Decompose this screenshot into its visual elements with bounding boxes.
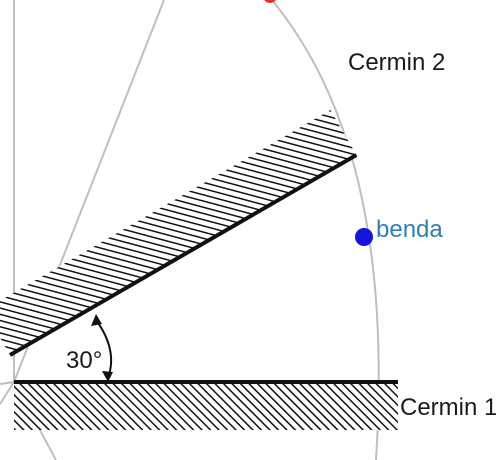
guide-arc: [271, 0, 380, 460]
mirror-1-label: Cermin 1: [400, 394, 496, 421]
angle-marker: [91, 314, 113, 382]
guide-line-lower-left: [0, 381, 15, 405]
guide-line-left: [0, 381, 15, 385]
mirror-2-label: Cermin 2: [348, 49, 445, 76]
mirror-1: [14, 380, 398, 430]
object-label: benda: [376, 216, 443, 243]
object-dot: [355, 228, 373, 246]
angle-label: 30°: [66, 347, 102, 374]
mirror-2: [0, 109, 358, 357]
top-dot: [264, 0, 276, 3]
